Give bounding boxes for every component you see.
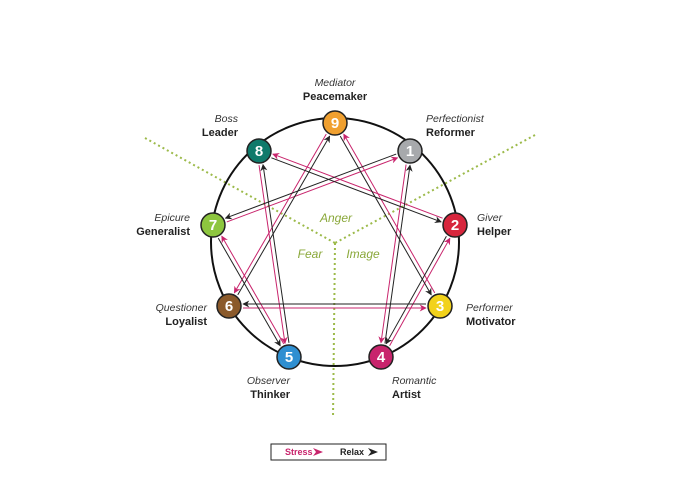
type-title-3: Motivator [466, 316, 516, 328]
stress-arrow-9-to-6 [233, 133, 327, 294]
type-number-4: 4 [377, 349, 386, 366]
type-circle-9 [322, 110, 348, 136]
type-subtitle-2: Giver [477, 212, 503, 224]
type-subtitle-7: Epicure [154, 212, 190, 224]
type-subtitle-5: Observer [247, 375, 291, 387]
relax-arrow-6-to-9 [237, 135, 331, 296]
type-number-5: 5 [285, 349, 293, 366]
type-subtitle-9: Mediator [315, 77, 356, 89]
type-number-3: 3 [436, 298, 444, 315]
type-title-4: Artist [392, 389, 421, 401]
type-subtitle-4: Romantic [392, 375, 437, 387]
type-title-1: Reformer [426, 127, 476, 139]
relax-arrow-9-to-3 [339, 135, 432, 296]
relax-arrow-1-to-7 [224, 153, 397, 220]
zone-label-fear: Fear [298, 247, 324, 261]
stress-arrow-4-to-2 [389, 237, 451, 347]
relax-arrow-5-to-8 [260, 163, 290, 343]
stress-arrow-3-to-9 [343, 133, 436, 294]
legend-stress-arrow-icon [313, 448, 323, 456]
legend-box [270, 443, 387, 461]
type-number-6: 6 [225, 298, 233, 315]
type-subtitle-6: Questioner [156, 302, 208, 314]
type-title-6: Loyalist [165, 316, 207, 328]
type-number-8: 8 [255, 143, 263, 160]
divider-left [144, 137, 336, 244]
relax-arrow-2-to-4 [385, 235, 447, 345]
type-circle-1 [397, 138, 423, 164]
type-title-2: Helper [477, 226, 512, 238]
type-subtitle-1: Perfectionist [426, 113, 485, 125]
type-subtitle-8: Boss [215, 113, 239, 125]
stress-arrow-1-to-4 [378, 164, 407, 344]
zone-label-anger: Anger [319, 211, 353, 225]
type-number-1: 1 [406, 143, 414, 160]
stress-arrow-8-to-5 [258, 165, 288, 345]
stress-arrow-7-to-1 [226, 156, 399, 223]
type-circle-2 [442, 212, 468, 238]
type-circle-5 [276, 344, 302, 370]
relax-arrow-8-to-2 [271, 157, 442, 223]
relax-arrow-4-to-1 [384, 164, 413, 344]
legend-relax-arrow-icon [368, 448, 378, 456]
legend-relax-label: Relax [340, 447, 364, 457]
relax-arrow-7-to-5 [217, 237, 281, 347]
arrows-layer [217, 133, 451, 347]
type-circle-7 [200, 212, 226, 238]
stress-arrow-5-to-7 [221, 235, 285, 345]
type-circle-8 [246, 138, 272, 164]
stress-arrow-2-to-8 [272, 153, 443, 219]
type-number-2: 2 [451, 217, 459, 234]
type-circle-3 [427, 293, 453, 319]
zone-dividers [144, 134, 536, 419]
zone-label-image: Image [346, 247, 380, 261]
type-title-7: Generalist [136, 226, 190, 238]
type-title-9: Peacemaker [303, 91, 368, 103]
type-number-9: 9 [331, 115, 339, 132]
type-title-8: Leader [202, 127, 239, 139]
type-title-5: Thinker [250, 389, 290, 401]
divider-bottom [332, 242, 336, 419]
type-number-7: 7 [209, 217, 217, 234]
legend: Stress Relax [270, 443, 387, 461]
legend-stress-label: Stress [285, 447, 313, 457]
type-circle-6 [216, 293, 242, 319]
type-subtitle-3: Performer [466, 302, 513, 314]
type-circle-4 [368, 344, 394, 370]
